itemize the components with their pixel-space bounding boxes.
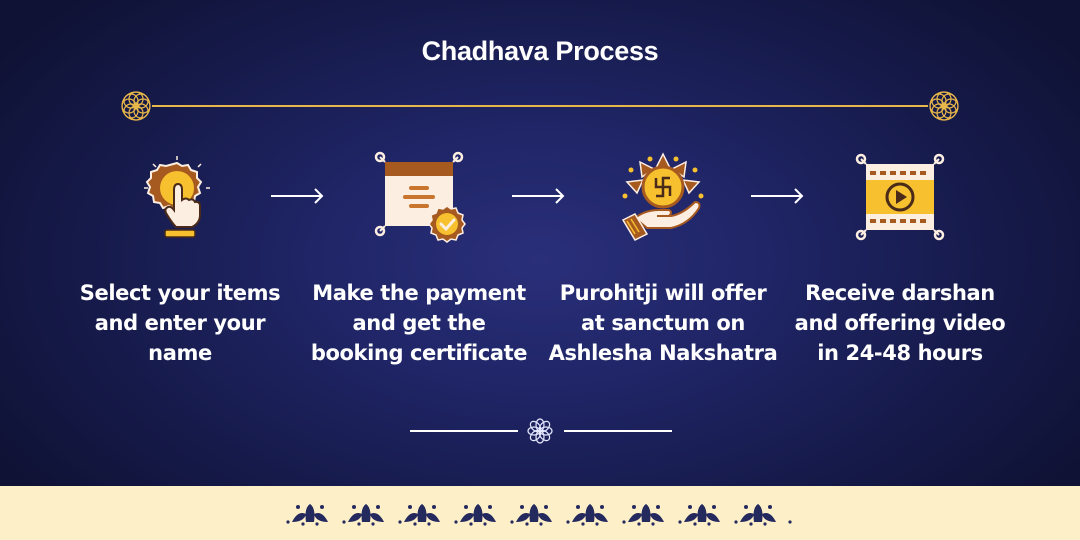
step-make-payment: Make the payment and get the booking cer… xyxy=(299,150,539,368)
top-divider xyxy=(120,90,960,122)
step-label: Receive darshan and offering video in 24… xyxy=(794,281,1006,365)
divider-line xyxy=(410,430,518,432)
divider-line xyxy=(564,430,672,432)
bottom-divider xyxy=(410,415,672,445)
step-label: Make the payment and get the booking cer… xyxy=(310,281,528,365)
step-purohit-offer: Purohitji will offer at sanctum on Ashle… xyxy=(543,150,783,368)
step-label: Purohitji will offer at sanctum on Ashle… xyxy=(548,281,778,365)
process-steps: Select your items and enter your name Ma… xyxy=(0,150,1080,380)
offering-hand-icon xyxy=(621,152,704,241)
step-select-items: Select your items and enter your name xyxy=(60,150,300,368)
arrow-right-icon xyxy=(751,188,804,204)
footer-band xyxy=(0,486,1080,540)
step-label: Select your items and enter your name xyxy=(79,281,281,365)
rosette-icon xyxy=(121,91,151,121)
lotus-flower-icon xyxy=(527,418,553,444)
video-film-icon xyxy=(855,153,945,241)
rosette-icon xyxy=(929,91,959,121)
divider-line xyxy=(152,105,928,107)
certificate-icon xyxy=(374,151,466,243)
arrow-right-icon xyxy=(512,188,565,204)
tap-select-icon xyxy=(144,156,210,238)
leaf-motif-icon xyxy=(286,504,792,526)
page-title: Chadhava Process xyxy=(421,36,659,66)
arrow-right-icon xyxy=(271,188,324,204)
step-receive-video: Receive darshan and offering video in 24… xyxy=(780,150,1020,368)
